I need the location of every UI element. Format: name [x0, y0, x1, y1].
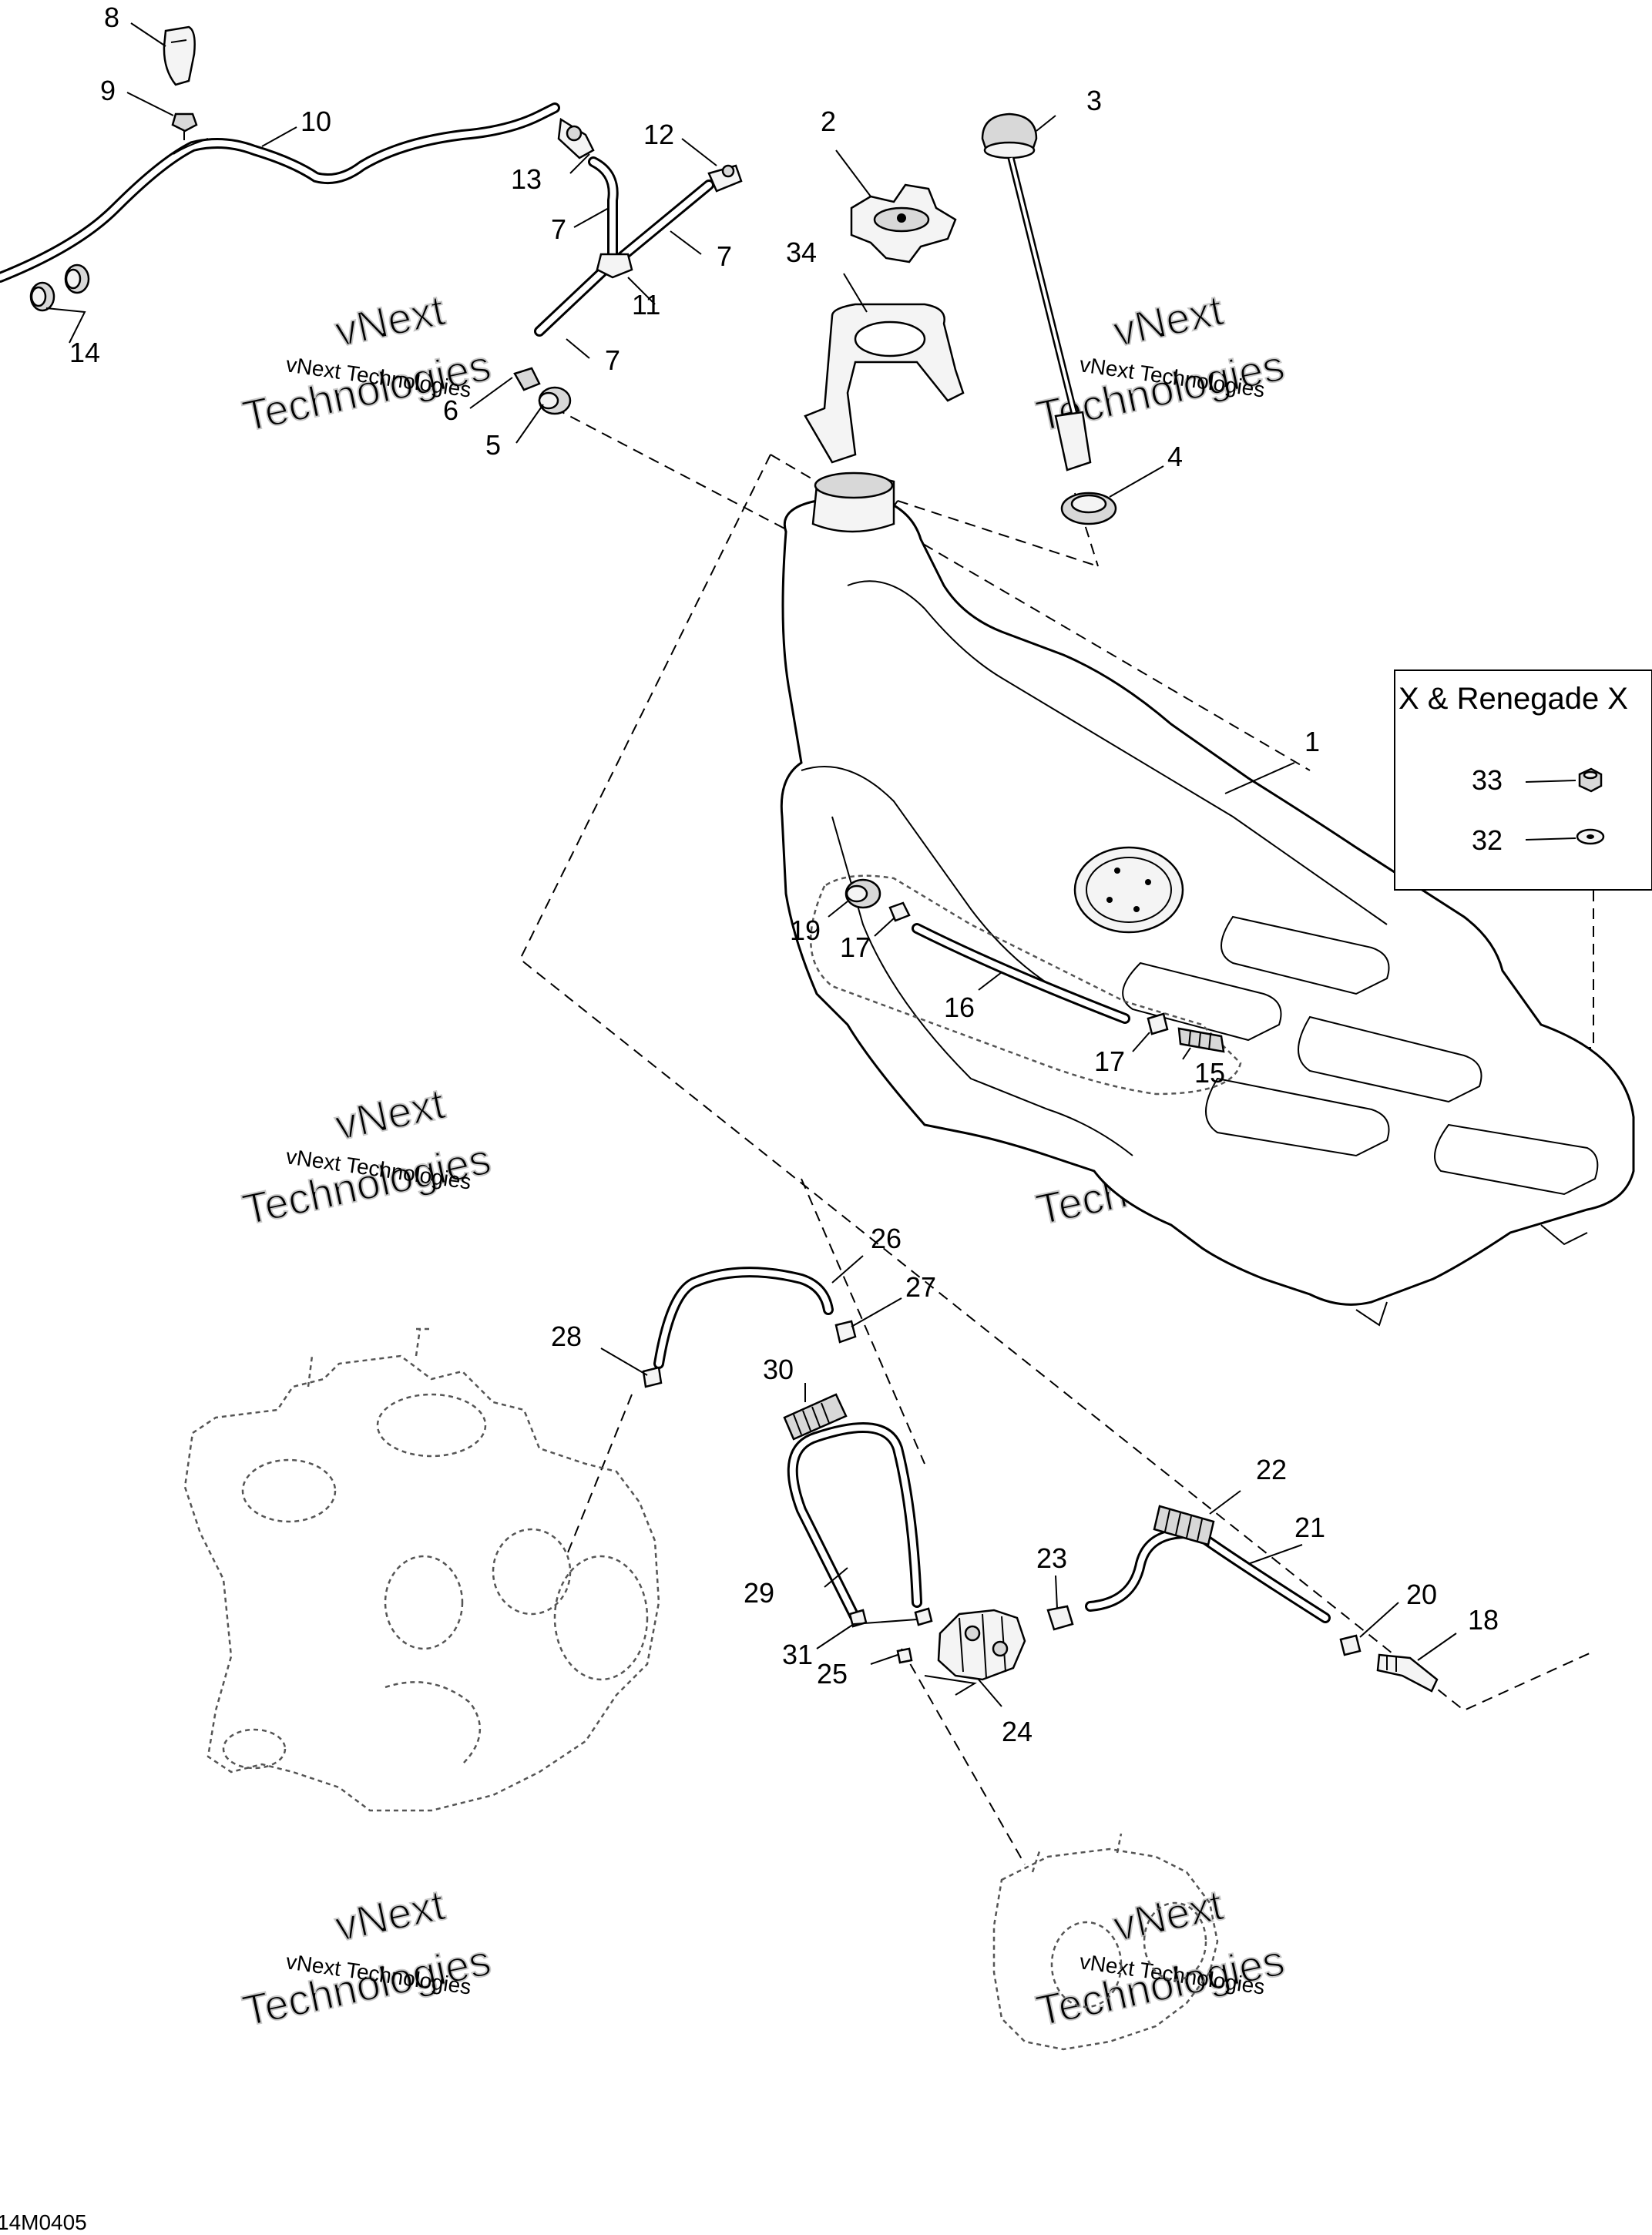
- clamp-28[interactable]: [642, 1366, 663, 1388]
- nut-33[interactable]: [1578, 767, 1603, 793]
- sleeve-22[interactable]: [1153, 1505, 1215, 1546]
- callout-31: 31: [782, 1639, 813, 1670]
- callout-32: 32: [1472, 824, 1503, 856]
- callout-33: 33: [1472, 764, 1503, 796]
- inset-title: X & Renegade X: [1398, 682, 1628, 716]
- fuel-hose-21[interactable]: [1085, 1527, 1331, 1623]
- tee-fitting-11[interactable]: [596, 253, 633, 279]
- sleeve-30[interactable]: [783, 1393, 848, 1441]
- gauge-grommet[interactable]: [1060, 492, 1117, 525]
- pickup-loop-outline: [809, 874, 1242, 1096]
- callout-7-c: 7: [605, 344, 620, 376]
- clamp-17-upper[interactable]: [888, 901, 911, 922]
- callout-11: 11: [632, 289, 660, 320]
- callout-23: 23: [1036, 1542, 1067, 1574]
- callout-1: 1: [1304, 726, 1320, 757]
- callout-5: 5: [485, 429, 501, 461]
- callout-14: 14: [69, 337, 100, 368]
- callout-8: 8: [104, 2, 119, 33]
- pulse-hose-26[interactable]: [653, 1267, 834, 1369]
- callout-22: 22: [1256, 1454, 1287, 1485]
- inset-x-renegade: X & Renegade X: [1394, 669, 1652, 891]
- diagram-id: 14M0405: [0, 2210, 87, 2234]
- fuel-tank[interactable]: [780, 471, 1635, 1327]
- callout-7-a: 7: [551, 213, 566, 245]
- clamp-23[interactable]: [1046, 1605, 1074, 1631]
- callout-18: 18: [1468, 1604, 1499, 1636]
- callout-29: 29: [744, 1577, 774, 1609]
- callout-19: 19: [790, 914, 821, 946]
- vent-hose-10[interactable]: [0, 102, 560, 283]
- callout-9: 9: [100, 75, 116, 106]
- callout-20: 20: [1406, 1579, 1437, 1610]
- watermark-bottom-right: vNext Technologies vNext Technologies: [1031, 1879, 1289, 2035]
- fuel-filter-15[interactable]: [1177, 1027, 1225, 1053]
- callout-17-upper: 17: [840, 931, 871, 963]
- engine-reference: [183, 1327, 660, 1812]
- watermark-bottom-left: vNext Technologies vNext Technologies: [237, 1879, 495, 2035]
- callout-labels: 1 2 3 4 5 6 7 7 7 8 9 10 11 12 13 14 15 …: [69, 2, 1503, 1747]
- washer-32[interactable]: [1576, 828, 1605, 845]
- callout-26: 26: [871, 1223, 902, 1254]
- fuel-filler-cap[interactable]: [850, 183, 957, 263]
- fitting-12[interactable]: [707, 164, 743, 193]
- svg-text:vNext: vNext: [331, 285, 449, 355]
- fuel-level-gauge[interactable]: [981, 112, 1092, 471]
- caps-14[interactable]: [29, 263, 90, 312]
- clip-25[interactable]: [896, 1647, 913, 1664]
- callout-17-lower: 17: [1094, 1045, 1125, 1077]
- callout-3: 3: [1086, 85, 1102, 116]
- carburetor-reference: [992, 1833, 1219, 2051]
- callout-27: 27: [905, 1271, 936, 1303]
- vent-valve-8[interactable]: [163, 25, 196, 86]
- callout-24: 24: [1002, 1716, 1032, 1747]
- svg-text:vNext: vNext: [331, 1079, 449, 1149]
- clip-9[interactable]: [171, 112, 198, 140]
- callout-6: 6: [443, 394, 458, 426]
- callout-2: 2: [821, 106, 836, 137]
- vent-hoses-7[interactable]: [534, 156, 714, 337]
- fitting-6[interactable]: [513, 367, 541, 391]
- callout-16: 16: [944, 992, 975, 1023]
- callout-7-b: 7: [717, 240, 732, 272]
- callout-12: 12: [643, 119, 674, 150]
- fuel-hose-16[interactable]: [912, 923, 1130, 1024]
- fitting-18[interactable]: [1376, 1653, 1439, 1693]
- svg-text:vNext: vNext: [1109, 285, 1227, 355]
- fuel-pump-24[interactable]: [924, 1609, 1026, 1696]
- clamps-31[interactable]: [848, 1607, 933, 1628]
- grommet-19[interactable]: [844, 878, 881, 909]
- check-valve-13[interactable]: [557, 117, 595, 159]
- fuel-hose-29[interactable]: [787, 1422, 922, 1623]
- clamp-17-lower[interactable]: [1147, 1012, 1169, 1035]
- callout-10: 10: [301, 106, 331, 137]
- cap-retaining-strap[interactable]: [804, 303, 965, 464]
- grommet-5[interactable]: [538, 386, 572, 415]
- callout-4: 4: [1167, 441, 1183, 472]
- callout-25: 25: [817, 1658, 848, 1690]
- watermark-mid-left: vNext Technologies vNext Technologies: [237, 1078, 495, 1234]
- clamp-27[interactable]: [834, 1320, 857, 1344]
- callout-34: 34: [786, 237, 817, 268]
- svg-text:vNext: vNext: [1109, 1880, 1227, 1950]
- leader-lines: [45, 22, 1576, 1707]
- callout-28: 28: [551, 1321, 582, 1352]
- svg-text:vNext: vNext: [331, 1880, 449, 1950]
- callout-13: 13: [511, 163, 542, 195]
- clamp-20[interactable]: [1339, 1634, 1362, 1656]
- callout-21: 21: [1294, 1512, 1325, 1543]
- callout-30: 30: [763, 1354, 794, 1385]
- callout-15: 15: [1194, 1057, 1225, 1089]
